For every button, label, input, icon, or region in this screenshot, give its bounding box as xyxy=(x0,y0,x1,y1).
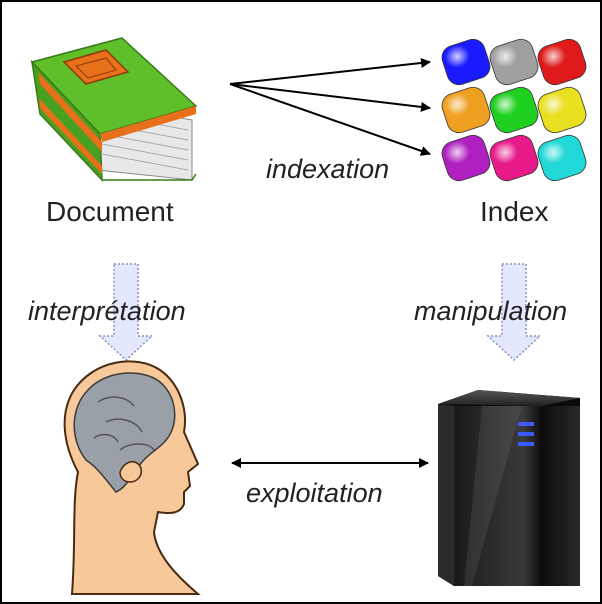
interpretation-label: interprétation xyxy=(28,296,186,326)
manipulation-arrow xyxy=(486,263,542,362)
cube xyxy=(537,38,587,86)
indexation-arrows xyxy=(229,58,431,156)
cube xyxy=(489,134,539,182)
cube xyxy=(537,86,587,134)
exploitation-label: exploitation xyxy=(246,478,383,508)
document-label: Document xyxy=(46,196,174,227)
index-label: Index xyxy=(480,196,549,227)
cube xyxy=(441,134,491,182)
cube xyxy=(489,38,539,86)
interpretation-arrow xyxy=(98,263,154,362)
cube xyxy=(537,134,587,182)
human-head-brain-icon xyxy=(63,360,201,595)
cube xyxy=(441,86,491,134)
server-tower-icon xyxy=(438,390,580,586)
colored-cubes-icon xyxy=(441,38,587,182)
cube xyxy=(489,86,539,134)
cube xyxy=(441,38,491,86)
manipulation-label: manipulation xyxy=(414,296,568,326)
indexation-label: indexation xyxy=(266,154,390,184)
book-icon xyxy=(30,37,198,182)
